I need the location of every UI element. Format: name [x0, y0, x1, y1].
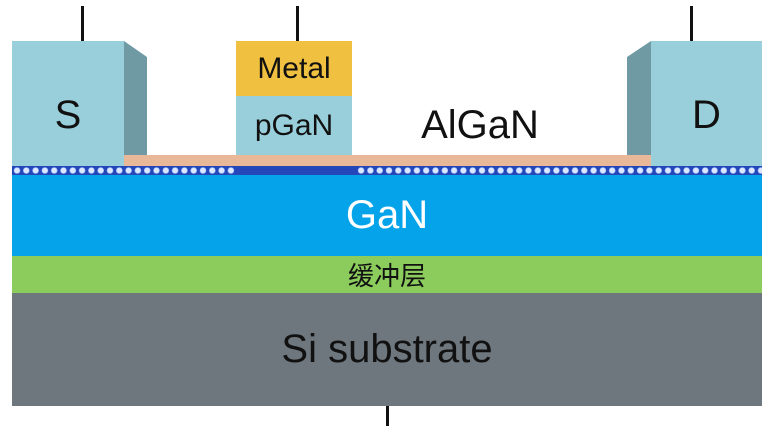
electron-dot [190, 167, 197, 174]
electron-dot [385, 167, 393, 174]
electron-dot [143, 167, 151, 174]
electron-dot [506, 167, 514, 174]
drain-label: D [692, 92, 721, 137]
electron-dot [497, 167, 504, 174]
electron-dot [88, 167, 95, 174]
electron-dot [701, 167, 709, 174]
si-substrate-layer [12, 293, 762, 406]
electron-dot [469, 167, 477, 174]
electron-dot [125, 167, 132, 174]
two-deg-channel [12, 166, 762, 175]
electron-dot [50, 167, 58, 174]
electron-dot [13, 167, 21, 174]
electron-dot [636, 167, 644, 174]
electron-dot [757, 167, 762, 174]
electron-dot [655, 167, 663, 174]
electron-dot [525, 167, 532, 174]
electron-dot [646, 167, 653, 174]
electron-dot [487, 167, 495, 174]
electron-dot [153, 167, 160, 174]
si-substrate-label: Si substrate [281, 327, 493, 371]
electron-dot [739, 167, 746, 174]
algan-label: AlGaN [421, 102, 539, 147]
electron-dot [441, 167, 449, 174]
buffer-layer [12, 256, 762, 293]
electron-dot [590, 167, 597, 174]
electron-dot [23, 167, 30, 174]
gate-metal-label: Metal [257, 51, 331, 85]
drain-contact-side [627, 41, 651, 155]
electron-dot [41, 167, 49, 174]
electron-dot [376, 167, 384, 174]
gate-metal [236, 41, 352, 96]
electron-dot [543, 167, 551, 174]
electron-dot [227, 167, 235, 174]
electron-dot [413, 167, 421, 174]
gate-pgan [236, 96, 352, 155]
source-label: S [54, 92, 82, 137]
gate-lead [296, 6, 299, 41]
electron-dot [357, 167, 365, 174]
electron-dot [720, 167, 728, 174]
electron-dot [599, 167, 607, 174]
algan-layer [124, 155, 651, 166]
electron-dot [106, 167, 114, 174]
electron-dot [97, 167, 104, 174]
gate-pgan-label: pGaN [254, 108, 334, 142]
drain-contact [651, 41, 762, 166]
electron-dot [729, 167, 737, 174]
electron-dot [181, 167, 188, 174]
electron-dot [571, 167, 579, 174]
electron-dots [13, 167, 762, 174]
electron-dot [460, 167, 467, 174]
electron-dot [664, 167, 672, 174]
electron-dot [78, 167, 86, 174]
electron-dot [367, 167, 374, 174]
electron-dot [608, 167, 616, 174]
electron-dot [116, 167, 123, 174]
electron-dot [432, 167, 439, 174]
electron-dot [69, 167, 77, 174]
electron-dot [627, 167, 635, 174]
electron-dot [478, 167, 486, 174]
electron-dot [711, 167, 718, 174]
electron-dot [562, 167, 570, 174]
electron-dot [748, 167, 756, 174]
source-contact [12, 41, 124, 166]
electron-dot [134, 167, 142, 174]
electron-dot [422, 167, 430, 174]
electron-dot [534, 167, 542, 174]
electron-dot [618, 167, 625, 174]
source-lead [81, 6, 84, 41]
drain-lead [690, 6, 693, 41]
electron-dot [209, 167, 216, 174]
electron-dot [394, 167, 402, 174]
gan-label: GaN [345, 193, 429, 237]
electron-dot [60, 167, 67, 174]
electron-dot [673, 167, 681, 174]
electron-dot [450, 167, 458, 174]
electron-dot [171, 167, 179, 174]
electron-dot [683, 167, 690, 174]
source-contact-side [124, 41, 147, 155]
buffer-label: 缓冲层 [347, 262, 426, 292]
electron-dot [580, 167, 588, 174]
electron-dot [692, 167, 700, 174]
gan-layer [12, 175, 762, 256]
electron-dot [553, 167, 560, 174]
electron-dot [162, 167, 170, 174]
electron-dot [199, 167, 207, 174]
electron-dot [404, 167, 411, 174]
electron-dot [218, 167, 225, 174]
electron-dot [515, 167, 523, 174]
substrate-lead [386, 406, 389, 426]
electron-dot [32, 167, 39, 174]
